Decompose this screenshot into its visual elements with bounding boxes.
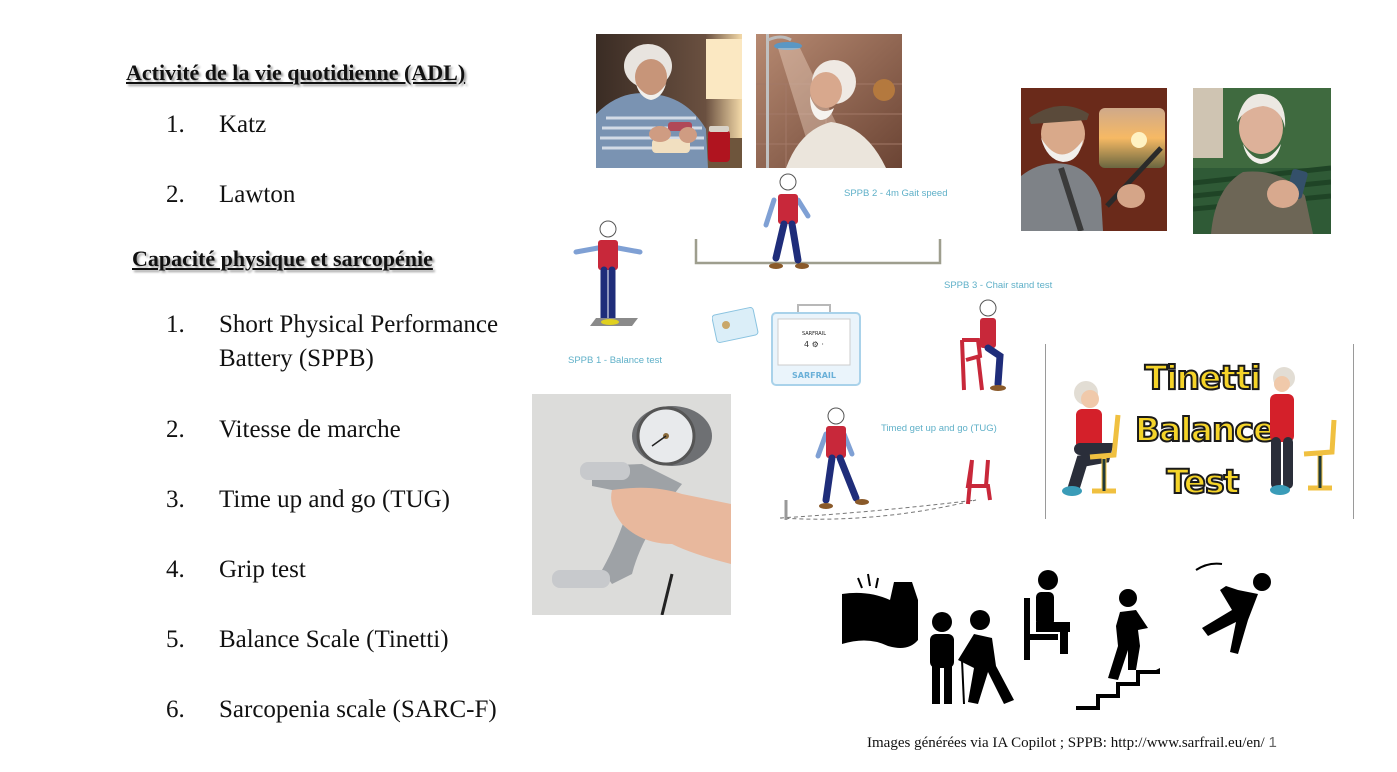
list-number: 1. [166, 111, 185, 138]
list-number: 2. [166, 181, 185, 208]
list-item: 1. Katz [166, 108, 466, 142]
tinetti-title: Tinetti Balance Test [1134, 352, 1276, 508]
id-card [711, 306, 760, 345]
list-text: Short Physical Performance [219, 311, 499, 338]
list-number: 4. [166, 556, 185, 583]
elderly-assisted-walking-icon [930, 610, 1014, 705]
list-text: Vitesse de marche [219, 416, 401, 443]
tinetti-line3: Test [1166, 461, 1241, 502]
tinetti-line1: Tinetti [1144, 357, 1263, 398]
muscle-arm-icon [842, 573, 918, 648]
svg-text:4 ⚙ ·: 4 ⚙ · [804, 340, 824, 349]
figure-walking-gait [762, 170, 814, 278]
figure-standing-woman [1262, 360, 1344, 500]
chair-sitting-icon [1024, 570, 1070, 660]
list-text: Grip test [219, 556, 306, 583]
device-label: SARFRAIL [792, 371, 836, 380]
list-text: Katz [219, 111, 267, 138]
list-number: 6. [166, 696, 185, 723]
list-number: 5. [166, 626, 185, 653]
figure-chair-stand [958, 296, 1010, 392]
person-falling-icon [1195, 562, 1271, 654]
caption-tug: Timed get up and go (TUG) [881, 423, 997, 434]
tinetti-border-right [1353, 344, 1354, 519]
list-item: 2. Vitesse de marche [166, 413, 556, 447]
caption-gait-speed: SPPB 2 - 4m Gait speed [844, 188, 948, 199]
list-text: Sarcopenia scale (SARC-F) [219, 696, 497, 723]
footer-credit-text: Images générées via IA Copilot ; SPPB: h… [867, 735, 1265, 751]
caption-chair-stand: SPPB 3 - Chair stand test [944, 280, 1053, 291]
stairs-climbing-icon [1076, 589, 1160, 710]
list-item: 4. Grip test [166, 553, 556, 587]
gait-track [694, 237, 943, 267]
sarfrail-device: SARFRAIL 4 ⚙ · SARFRAIL [768, 303, 864, 387]
list-item: 2. Lawton [166, 178, 466, 212]
list-item: 1. Short Physical Performance Battery (S… [166, 308, 556, 378]
list-number: 1. [166, 311, 185, 338]
photo-phone [1193, 88, 1331, 234]
figure-sitting-woman [1060, 375, 1135, 500]
tinetti-border-left [1045, 344, 1046, 519]
list-text: Balance Scale (Tinetti) [219, 626, 449, 653]
list-number: 2. [166, 416, 185, 443]
photo-driving [1021, 88, 1167, 231]
list-item: 6. Sarcopenia scale (SARC-F) [166, 693, 556, 727]
list-text: Time up and go (TUG) [219, 486, 451, 513]
page-number: 1 [1268, 734, 1277, 751]
footer-credit: Images générées via IA Copilot ; SPPB: h… [867, 734, 1277, 752]
device-screen-title: SARFRAIL [802, 331, 826, 337]
list-text-continued: Battery (SPPB) [219, 345, 374, 372]
list-number: 3. [166, 486, 185, 513]
section-heading-adl: Activité de la vie quotidienne (ADL) [126, 60, 466, 85]
pictograms-mobility [838, 560, 1278, 712]
photo-dynamometer [532, 394, 731, 615]
list-text: Lawton [219, 181, 296, 208]
caption-balance-test: SPPB 1 - Balance test [568, 355, 662, 366]
tinetti-line2: Balance [1134, 409, 1276, 450]
list-item: 3. Time up and go (TUG) [166, 483, 556, 517]
photo-breakfast [596, 34, 742, 168]
figure-balance [572, 218, 644, 333]
figure-tug [776, 400, 1006, 525]
photo-shower [756, 34, 902, 168]
list-item: 5. Balance Scale (Tinetti) [166, 623, 556, 657]
section-heading-physical: Capacité physique et sarcopénie [132, 246, 433, 271]
